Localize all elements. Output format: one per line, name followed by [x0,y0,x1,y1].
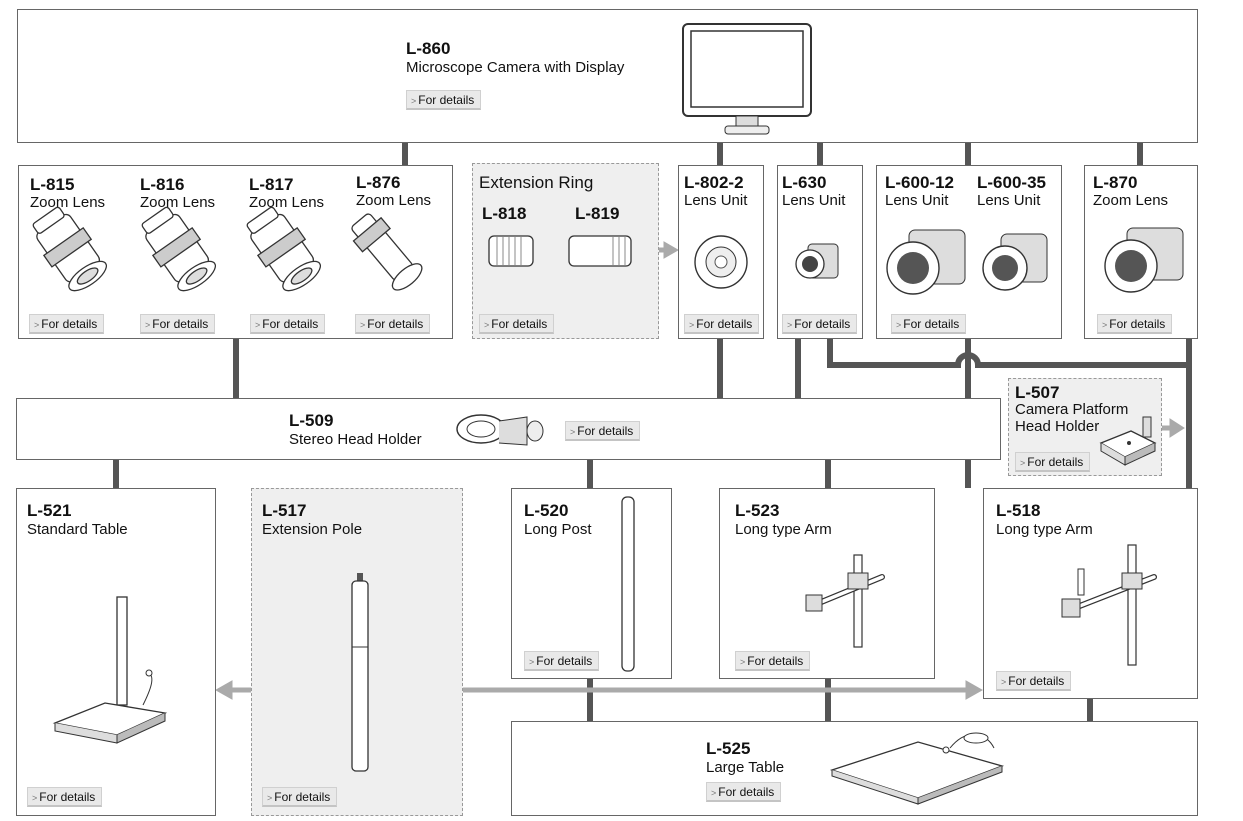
product-name: Stereo Head Holder [289,431,422,448]
product-code: L-818 [482,204,527,223]
details-button[interactable]: >For details [565,421,641,441]
product-name: Standard Table [27,521,128,538]
zoom-lens-illustration [351,213,423,291]
product-code: L-525 [706,739,751,758]
camera-platform-illustration [1099,416,1157,466]
product-name: Zoom Lens [249,194,325,211]
product-code: L-630 [782,173,827,192]
details-button[interactable]: >For details [1015,452,1091,472]
zoom-lens-illustration [246,206,322,292]
product-code: L-520 [524,501,569,520]
product-name: Camera Platform [1015,401,1129,418]
product-code: L-600-35 [977,173,1046,192]
lens-unit-illustration [795,243,839,279]
extension-ring-illustration [488,235,534,267]
product-name: Long type Arm [996,521,1093,538]
product-code: L-521 [27,501,72,520]
product-name: Microscope Camera with Display [406,59,625,76]
details-button[interactable]: >For details [479,314,555,334]
product-code: L-876 [356,173,401,192]
monitor-illustration [682,23,812,135]
standard-table-illustration [52,596,168,744]
product-code: L-523 [735,501,780,520]
product-name: Lens Unit [782,192,846,209]
product-name: Lens Unit [885,192,949,209]
product-name: Zoom Lens [1093,192,1169,209]
product-code: L-860 [406,39,451,58]
product-name: Head Holder [1015,418,1100,435]
arm-illustration [1061,544,1157,666]
product-card-l507: L-507 Camera Platform Head Holder >For d… [1008,378,1162,476]
details-button[interactable]: >For details [140,314,216,334]
product-card-l517: L-517 Extension Pole >For details [251,488,463,816]
details-button[interactable]: >For details [1097,314,1173,334]
product-code: L-802-2 [684,173,744,192]
zoom-lens-illustration [141,206,217,292]
product-name: Large Table [706,759,785,776]
large-table-illustration [829,732,1005,805]
product-name: Lens Unit [977,192,1041,209]
details-button[interactable]: >For details [684,314,760,334]
product-name: Zoom Lens [30,194,106,211]
details-button[interactable]: >For details [735,651,811,671]
product-card-l802-2: L-802-2 Lens Unit >For details [678,165,764,339]
product-code: L-600-12 [885,173,954,192]
product-name: Extension Pole [262,521,363,538]
lens-unit-illustration [694,235,748,289]
product-code: L-817 [249,175,294,194]
extension-ring-illustration [568,235,632,267]
product-name: Long type Arm [735,521,832,538]
product-card-l523: L-523 Long type Arm >For details [719,488,935,679]
product-card-l518: L-518 Long type Arm >For details [983,488,1198,699]
extension-ring-card: Extension Ring L-818 L-819 >For details [472,163,659,339]
zoom-lens-group-card: L-815 Zoom Lens L-816 Zoom Lens L-817 Zo… [18,165,453,339]
product-code: L-518 [996,501,1041,520]
product-code: L-507 [1015,383,1060,402]
details-button[interactable]: >For details [406,90,482,110]
product-name: Lens Unit [684,192,748,209]
details-button[interactable]: >For details [996,671,1072,691]
zoom-lens-illustration [1104,227,1184,293]
lens-unit-illustration [886,229,966,295]
product-card-l520: L-520 Long Post >For details [511,488,672,679]
product-code: L-509 [289,411,334,430]
details-button[interactable]: >For details [250,314,326,334]
group-title: Extension Ring [479,173,594,192]
arm-illustration [805,554,885,648]
details-button[interactable]: >For details [262,787,338,807]
product-code: L-819 [575,204,620,223]
details-button[interactable]: >For details [29,314,105,334]
product-name: Long Post [524,521,592,538]
long-post-illustration [621,496,635,672]
details-button[interactable]: >For details [355,314,431,334]
lens-unit-illustration [982,233,1048,291]
details-button[interactable]: >For details [524,651,600,671]
product-code: L-815 [30,175,75,194]
product-card-l870: L-870 Zoom Lens >For details [1084,165,1198,339]
product-card-l860: L-860 Microscope Camera with Display >Fo… [17,9,1198,143]
extension-pole-illustration [351,573,369,772]
product-card-l521: L-521 Standard Table >For details [16,488,216,816]
product-name: Zoom Lens [140,194,216,211]
zoom-lens-illustration [32,206,108,292]
details-button[interactable]: >For details [706,782,782,802]
product-card-l630: L-630 Lens Unit >For details [777,165,863,339]
head-holder-illustration [456,414,544,446]
details-button[interactable]: >For details [891,314,967,334]
product-card-l525: L-525 Large Table >For details [511,721,1198,816]
lens-unit-group-card: L-600-12 Lens Unit L-600-35 Lens Unit >F… [876,165,1062,339]
product-name: Zoom Lens [356,192,432,209]
details-button[interactable]: >For details [782,314,858,334]
details-button[interactable]: >For details [27,787,103,807]
product-card-l509: L-509 Stereo Head Holder >For details [16,398,1001,460]
product-code: L-816 [140,175,185,194]
product-code: L-517 [262,501,307,520]
product-code: L-870 [1093,173,1138,192]
